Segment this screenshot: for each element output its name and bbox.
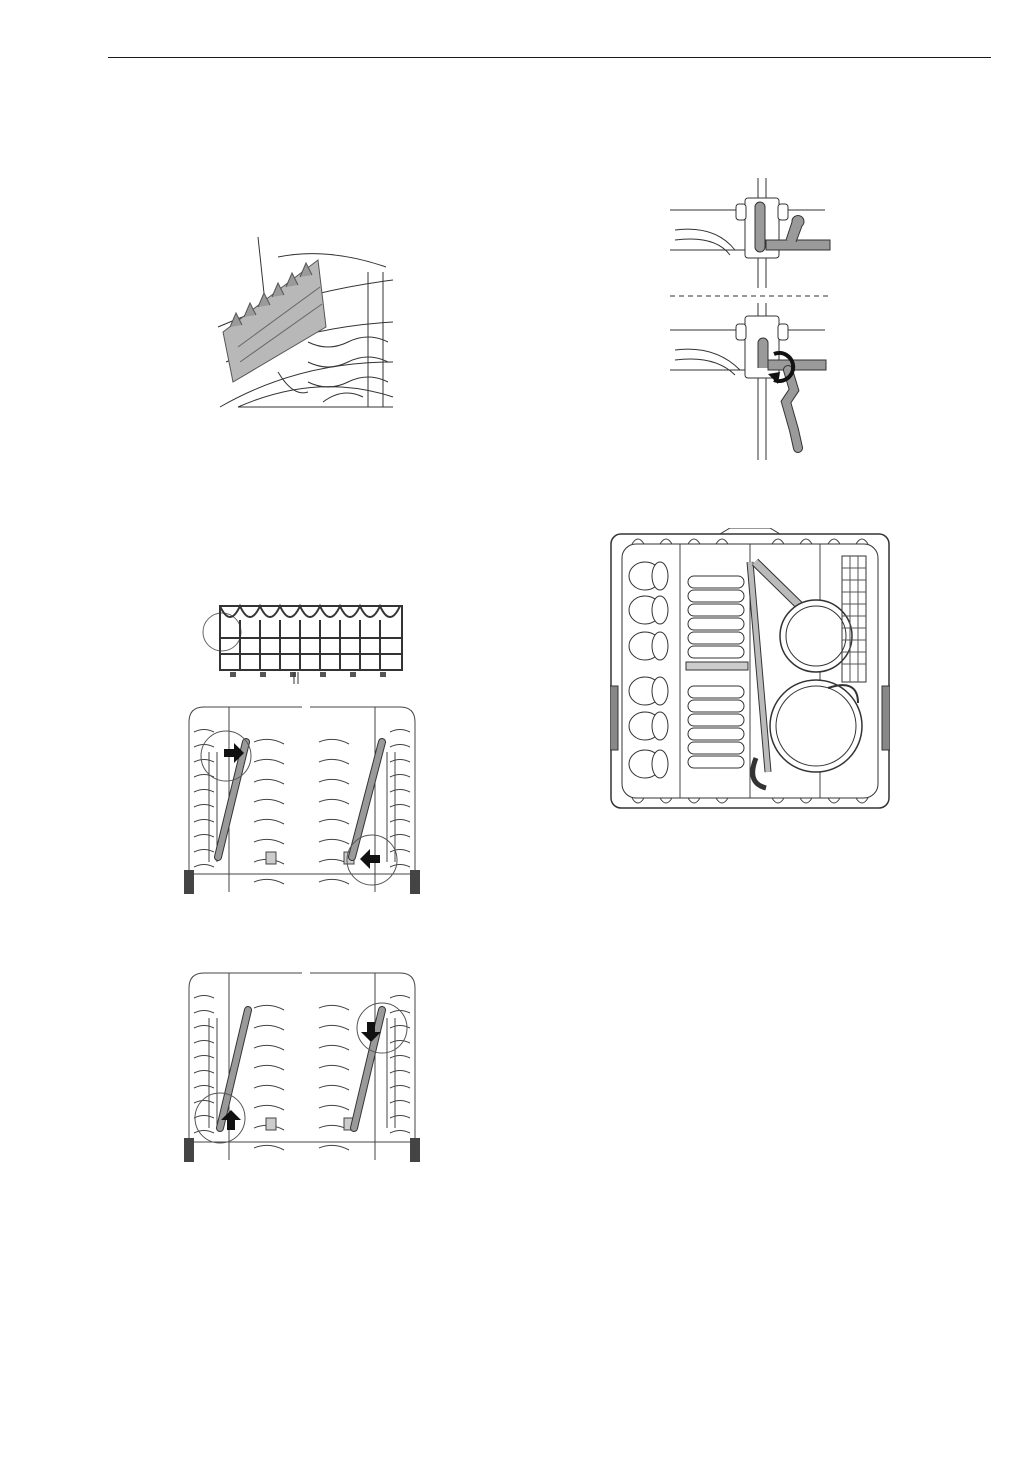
- insert-install-svg: [184, 968, 420, 1162]
- insert-removal-illustration: [184, 702, 420, 894]
- tine-rotation-illustration: [670, 178, 835, 460]
- loaded-rack-illustration: [610, 528, 890, 810]
- header-rule: [108, 57, 991, 58]
- insert-side-view-svg: [200, 600, 410, 690]
- insert-install-illustration: [184, 968, 420, 1162]
- rack-insert-illustration: [208, 232, 398, 412]
- insert-removal-svg: [184, 702, 420, 894]
- rack-insert-svg: [208, 232, 398, 412]
- loaded-rack-svg: [610, 528, 890, 810]
- tine-rotation-svg: [670, 178, 835, 460]
- insert-side-view-illustration: [200, 600, 410, 690]
